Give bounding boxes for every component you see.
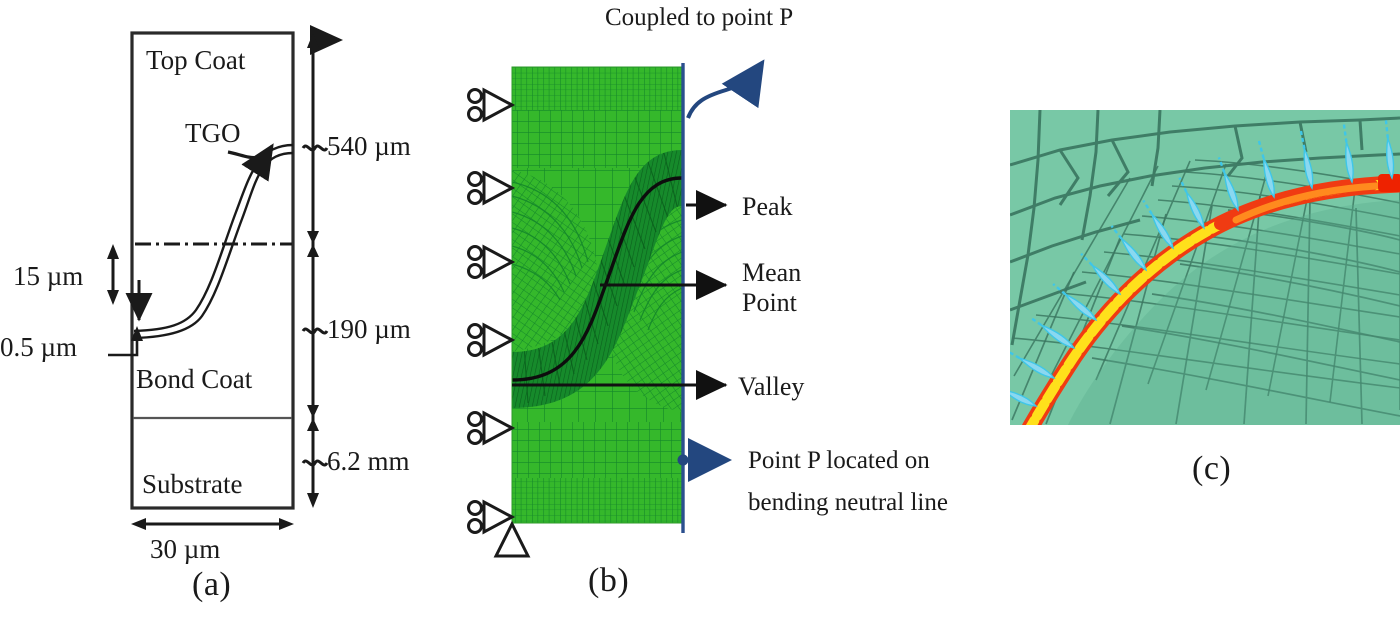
layer-label-top-coat: Top Coat (146, 45, 246, 75)
dim-label-bond-coat-thickness: 190 µm (327, 314, 411, 344)
dim-label-amplitude: 15 µm (13, 261, 84, 291)
vector-arrows (1010, 120, 1395, 407)
dim-amplitude-15um (107, 244, 119, 305)
coupled-note: Coupled to point P (605, 4, 794, 31)
panel-a-dimension-stack (301, 25, 343, 508)
contour-arc (1022, 175, 1400, 425)
coupling-line (677, 63, 689, 533)
callout-label-mean: Mean (742, 258, 802, 287)
panel-letter-a: (a) (192, 566, 232, 603)
dim-width-30um (131, 518, 294, 530)
tgo-label: TGO (185, 118, 241, 148)
callout-leaders (512, 190, 728, 400)
coupled-arrow (686, 59, 765, 119)
tgo-leader-arrow (227, 143, 274, 182)
dim-label-substrate-thickness: 6.2 mm (327, 446, 410, 476)
panel-letter-c: (c) (1192, 450, 1232, 487)
layer-label-bond-coat: Bond Coat (136, 364, 253, 394)
layer-label-substrate: Substrate (142, 469, 243, 499)
panel-b-mesh (511, 66, 683, 524)
panel-c-contour-plot (1010, 110, 1400, 425)
point-p-note-line1: Point P located on (748, 447, 930, 474)
point-p-note-line2: bending neutral line (748, 489, 948, 516)
panel-a-stack-box (130, 31, 295, 510)
dim-label-top-coat-thickness: 540 µm (327, 131, 411, 161)
dim-label-width: 30 µm (150, 534, 221, 564)
dim-tgo-thickness (108, 326, 143, 357)
roller-support-group (467, 87, 531, 558)
panel-letter-b: (b) (588, 562, 630, 599)
point-p-marker (677, 454, 689, 466)
callout-label-valley: Valley (738, 372, 805, 401)
callout-label-peak: Peak (742, 192, 793, 221)
dim-label-tgo-thickness: 0.5 µm (0, 332, 78, 362)
callout-label-point: Point (742, 288, 797, 317)
